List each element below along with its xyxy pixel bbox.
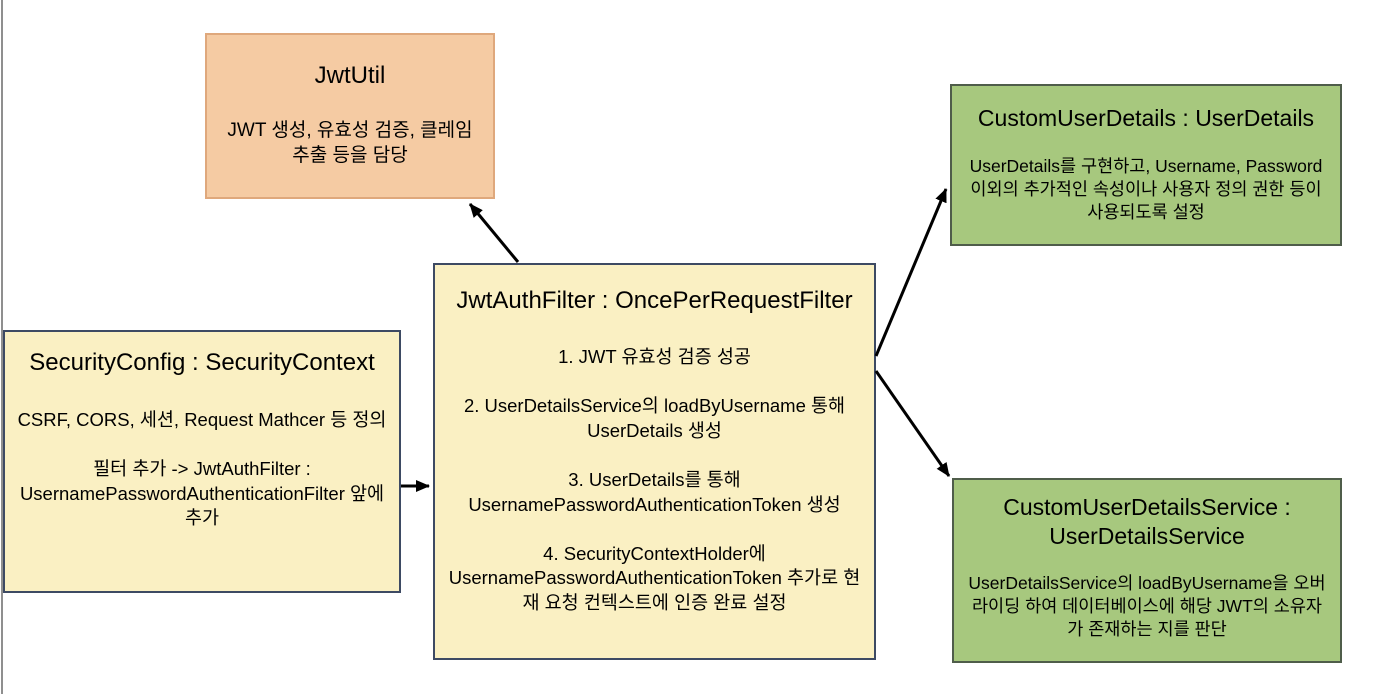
node-securityconfig-body-1: CSRF, CORS, 세션, Request Mathcer 등 정의 — [17, 409, 387, 430]
node-jwtauthfilter-step-3: 3. UserDetails를 통해 UsernamePasswordAuthe… — [468, 469, 841, 515]
node-jwtauthfilter: JwtAuthFilter : OncePerRequestFilter 1. … — [433, 263, 876, 660]
edge-jwtauthfilter-to-customuserdetailsservice — [874, 370, 951, 477]
node-customuserdetails-title: CustomUserDetails : UserDetails — [977, 105, 1315, 131]
node-securityconfig-body-2: 필터 추가 -> JwtAuthFilter : UsernamePasswor… — [19, 458, 385, 529]
edge-jwtauthfilter-to-jwtutil — [468, 203, 520, 263]
node-securityconfig-title: SecurityConfig : SecurityContext — [29, 349, 375, 376]
node-customuserdetails: CustomUserDetails : UserDetails UserDeta… — [950, 84, 1342, 246]
node-securityconfig: SecurityConfig : SecurityContext CSRF, C… — [3, 330, 401, 593]
node-jwtauthfilter-title: JwtAuthFilter : OncePerRequestFilter — [456, 287, 853, 314]
node-jwtutil: JwtUtil JWT 생성, 유효성 검증, 클레임 추출 등을 담당 — [205, 33, 495, 199]
node-jwtauthfilter-step-2: 2. UserDetailsService의 loadByUsername 통해… — [463, 395, 846, 441]
node-customuserdetailsservice: CustomUserDetailsService : UserDetailsSe… — [952, 478, 1342, 663]
node-customuserdetailsservice-title: CustomUserDetailsService : UserDetailsSe… — [1003, 494, 1291, 549]
node-jwtutil-title: JwtUtil — [314, 62, 386, 89]
node-customuserdetails-body: UserDetails를 구현하고, Username, Password 이외… — [969, 155, 1323, 222]
left-edge-divider — [1, 0, 3, 694]
node-jwtauthfilter-step-1: 1. JWT 유효성 검증 성공 — [558, 346, 751, 367]
node-jwtutil-body: JWT 생성, 유효성 검증, 클레임 추출 등을 담당 — [227, 120, 473, 167]
edge-jwtauthfilter-to-customuserdetails — [874, 188, 948, 357]
node-customuserdetailsservice-body: UserDetailsService의 loadByUsername을 오버라이… — [968, 572, 1326, 639]
node-jwtauthfilter-step-4: 4. SecurityContextHolder에 UsernamePasswo… — [448, 543, 861, 613]
